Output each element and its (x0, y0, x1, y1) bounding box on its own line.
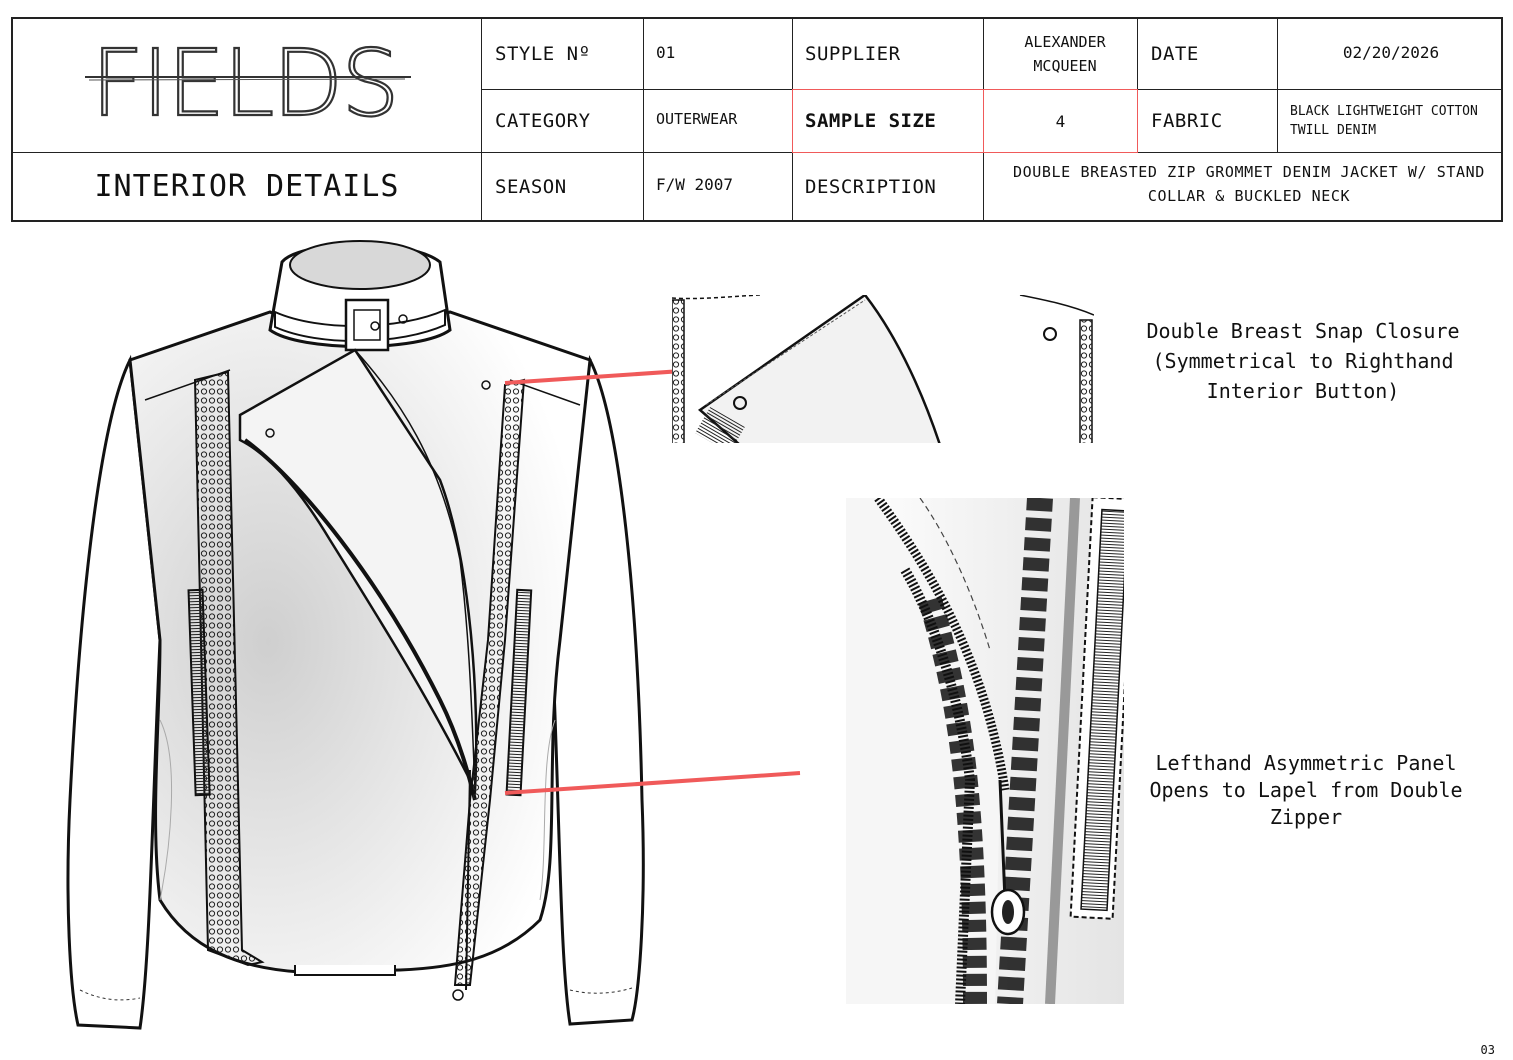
style-no-value: 01 (656, 42, 676, 62)
supplier-label: SUPPLIER (805, 43, 901, 65)
logo-wordmark: FIELDS (91, 30, 398, 137)
callout-snap-closure: Double Breast Snap Closure (Symmetrical … (1146, 319, 1460, 403)
category-label: CATEGORY (495, 110, 591, 132)
page-title: INTERIOR DETAILS (94, 169, 400, 204)
page-number: 03 (1480, 1043, 1495, 1057)
detail-snap-closure (672, 295, 1094, 443)
detail-asymmetric-panel (846, 498, 1124, 1004)
description-value: DOUBLE BREASTED ZIP GROMMET DENIM JACKET… (1013, 163, 1485, 205)
leader-line-panel (504, 771, 801, 795)
date-value: 02/20/2026 (1342, 42, 1440, 62)
sample-size-label: SAMPLE SIZE (805, 110, 937, 132)
description-label: DESCRIPTION (805, 175, 937, 198)
brand-logo: FIELDS (13, 19, 481, 152)
fabric-label: FABRIC (1151, 110, 1223, 132)
sample-size-value: 4 (1055, 111, 1066, 131)
spec-header-table: FIELDS INTERIOR DETAILS STYLE Nº 01 SUPP… (11, 17, 1503, 222)
callout-asymmetric-panel: Lefthand Asymmetric Panel Opens to Lapel… (1149, 751, 1463, 829)
fabric-value: BLACK LIGHTWEIGHT COTTON TWILL DENIM (1290, 104, 1478, 138)
date-label: DATE (1151, 43, 1199, 65)
sample-size-value-cell: 4 (983, 89, 1138, 153)
season-value: F/W 2007 (656, 174, 734, 194)
season-label: SEASON (495, 175, 567, 198)
category-value: OUTERWEAR (656, 110, 738, 128)
supplier-value: ALEXANDER MCQUEEN (1024, 33, 1106, 75)
style-no-label: STYLE Nº (495, 43, 591, 65)
